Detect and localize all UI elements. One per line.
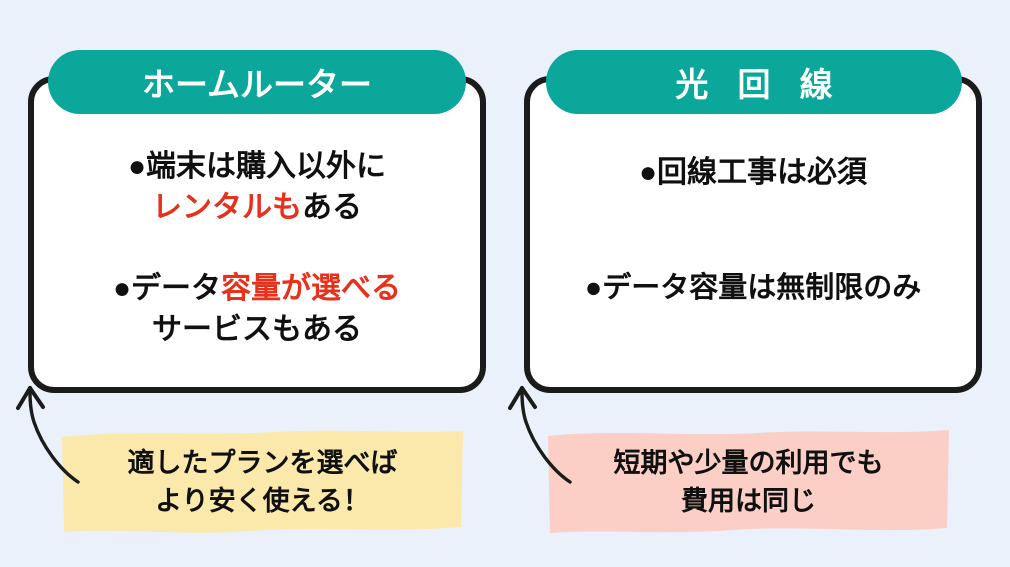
bullet-text: ●データ	[112, 272, 222, 305]
bullet-text-accent: レンタルも	[152, 191, 302, 225]
bullet-text: ●回線工事は必須	[638, 156, 868, 189]
bullet-home-router-1: ●端末は購入以外に レンタルもある	[28, 146, 486, 229]
bullet-line: サービスもある	[28, 309, 486, 350]
bullet-line: ●回線工事は必須	[524, 152, 982, 193]
bullet-text: ●端末は購入以外に	[127, 150, 387, 183]
callout-home-router: 適したプランを選べば より安く使える！	[60, 428, 465, 536]
callout-text-fiber-line: 短期や少量の利用でも 費用は同じ	[546, 428, 951, 536]
bullet-line: レンタルもある	[28, 187, 486, 228]
bullet-home-router-2: ●データ容量が選べる サービスもある	[28, 268, 486, 351]
callout-line: 短期や少量の利用でも	[613, 447, 884, 478]
highlight-band-pink-shape	[548, 430, 949, 533]
card-title-fiber-line: 光 回 線	[546, 50, 962, 114]
card-fiber-line	[524, 76, 982, 393]
bullet-fiber-line-1: ●回線工事は必須	[524, 152, 982, 193]
bullet-fiber-line-2: ●データ容量は無制限のみ	[524, 268, 982, 308]
callout-text-home-router: 適したプランを選べば より安く使える！	[60, 428, 465, 536]
callout-line: より安く使える！	[155, 486, 370, 516]
callout-arrow-left-icon	[8, 382, 88, 486]
callout-fiber-line: 短期や少量の利用でも 費用は同じ	[546, 428, 951, 536]
bullet-text: ある	[302, 191, 362, 225]
callout-line: 費用は同じ	[681, 486, 816, 516]
callout-arrow-right-icon	[500, 382, 580, 486]
card-title-home-router: ホームルーター	[48, 50, 466, 114]
bullet-text: サービスもある	[152, 313, 362, 347]
bullet-text-accent: 容量が選べる	[221, 272, 402, 305]
bullet-line: ●データ容量は無制限のみ	[524, 268, 982, 308]
bullet-text: ●データ容量は無制限のみ	[584, 272, 922, 304]
bullet-line: ●端末は購入以外に	[28, 146, 486, 187]
callout-line: 適したプランを選べば	[127, 447, 398, 478]
highlight-band-yellow-shape	[62, 430, 463, 533]
bullet-line: ●データ容量が選べる	[28, 268, 486, 309]
